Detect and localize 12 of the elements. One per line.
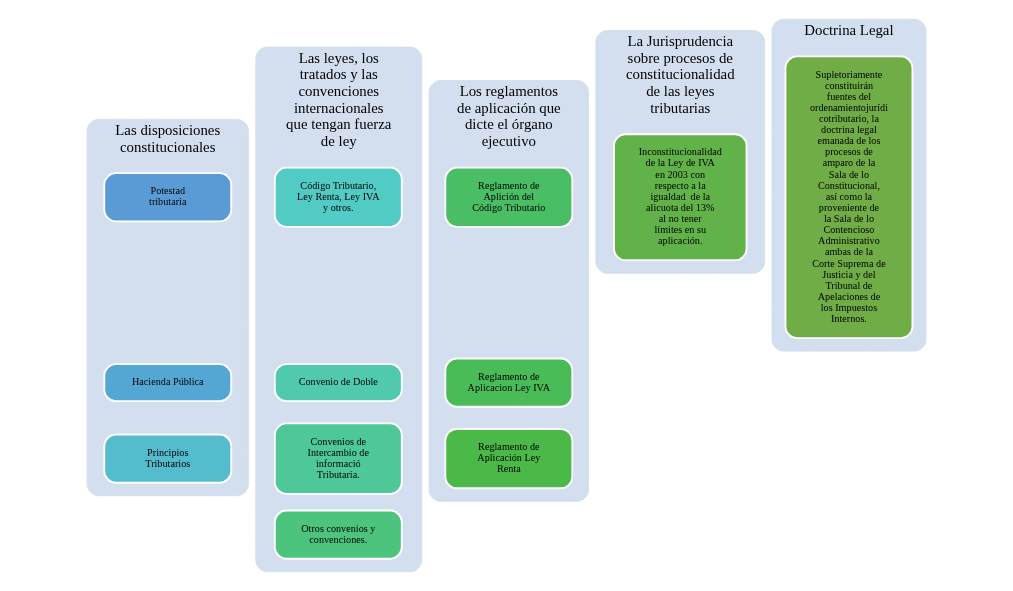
- node-box: Convenios de Intercambio de informació Tributaria.: [273, 422, 403, 495]
- node-box: Código Tributario, Ley Renta, Ley IVA y otros.: [273, 166, 403, 228]
- node-box: Convenio de Doble: [273, 363, 403, 403]
- node-box: Principios Tributarios: [103, 433, 233, 484]
- node-box: Hacienda Pública: [103, 363, 233, 403]
- node-box: Reglamento de Aplicación Ley Renta: [444, 428, 574, 490]
- node-box: Potestad tributaria: [103, 172, 233, 223]
- node-box: Otros convenios y convenciones.: [273, 509, 403, 560]
- node-box: Supletoriamente constituirán fuentes del ordenamientojurídi cotributario, la doctrina legal emanada de los procesos de amparo de la Sala de lo Constitucional, así como la proveniente de la Sala de lo Contencioso Administrativo ambas de la Corte Suprema de Justicia y del Tribunal de Apelaciones de los Impuestos Internos.: [784, 55, 914, 340]
- node-box: Reglamento de Aplición del Código Tributario: [444, 166, 574, 228]
- node-box: Inconstitucionalidad de la Ley de IVA en 2003 con respecto a la igualdad de la alicuota del 13% al no tener límites en su aplicación.: [613, 133, 748, 262]
- node-box: Reglamento de Aplicacion Ley IVA: [444, 357, 574, 408]
